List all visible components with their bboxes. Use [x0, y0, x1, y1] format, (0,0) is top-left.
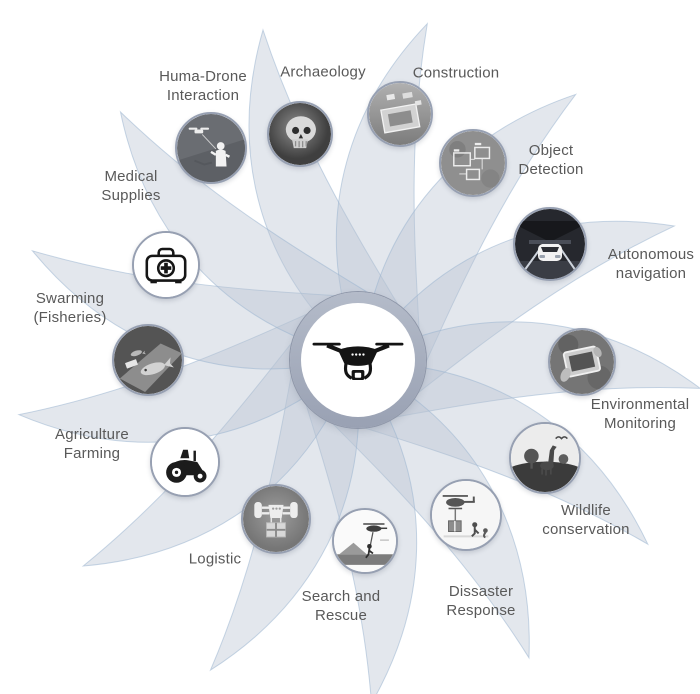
label-disaster-response: Dissaster Response [446, 583, 516, 619]
node-environmental-monitoring [548, 328, 616, 396]
helicopter-airlift-icon [432, 481, 500, 549]
node-autonomous-navigation [513, 207, 587, 281]
first-aid-kit-icon [134, 233, 198, 297]
helicopter-rescue-icon [334, 510, 396, 572]
node-medical-supplies [132, 231, 200, 299]
node-swarming-fisheries [112, 324, 184, 396]
fish-icon [114, 326, 182, 394]
node-agriculture-farming [150, 427, 220, 497]
label-archaeology: Archaeology [280, 63, 366, 81]
label-logistic: Logistic [188, 550, 242, 568]
label-object-detection: Object Detection [518, 142, 584, 178]
center-drone-circle [290, 292, 426, 428]
giraffe-globe-icon [511, 424, 579, 492]
label-environmental-monitoring: Environmental Monitoring [590, 396, 690, 432]
label-autonomous-navigation: Autonomous navigation [607, 246, 695, 282]
label-search-and-rescue: Search and Rescue [301, 588, 381, 624]
skull-icon [269, 103, 331, 165]
delivery-drone-package-icon [243, 486, 309, 552]
aerial-bounding-boxes-icon [441, 131, 505, 195]
node-object-detection [439, 129, 507, 197]
node-wildlife-conservation [509, 422, 581, 494]
node-logistic [241, 484, 311, 554]
node-construction [367, 81, 433, 147]
node-archaeology [267, 101, 333, 167]
person-controlling-drone-icon [177, 114, 245, 182]
node-search-and-rescue [332, 508, 398, 574]
node-huma-drone-interaction [175, 112, 247, 184]
node-disaster-response [430, 479, 502, 551]
label-agriculture-farming: Agriculture Farming [55, 426, 129, 462]
center-drone-inner-circle [301, 303, 415, 417]
tractor-icon [152, 429, 218, 495]
self-driving-car-icon [515, 209, 585, 279]
tablet-monitoring-icon [550, 330, 614, 394]
label-construction: Construction [412, 64, 500, 82]
quadcopter-drone-icon [312, 342, 404, 380]
label-wildlife-conservation: Wildlife conservation [542, 502, 630, 538]
label-swarming-fisheries: Swarming (Fisheries) [33, 290, 107, 326]
label-medical-supplies: Medical Supplies [101, 168, 161, 204]
label-huma-drone-interaction: Huma-Drone Interaction [159, 68, 247, 104]
construction-site-icon [369, 83, 431, 145]
